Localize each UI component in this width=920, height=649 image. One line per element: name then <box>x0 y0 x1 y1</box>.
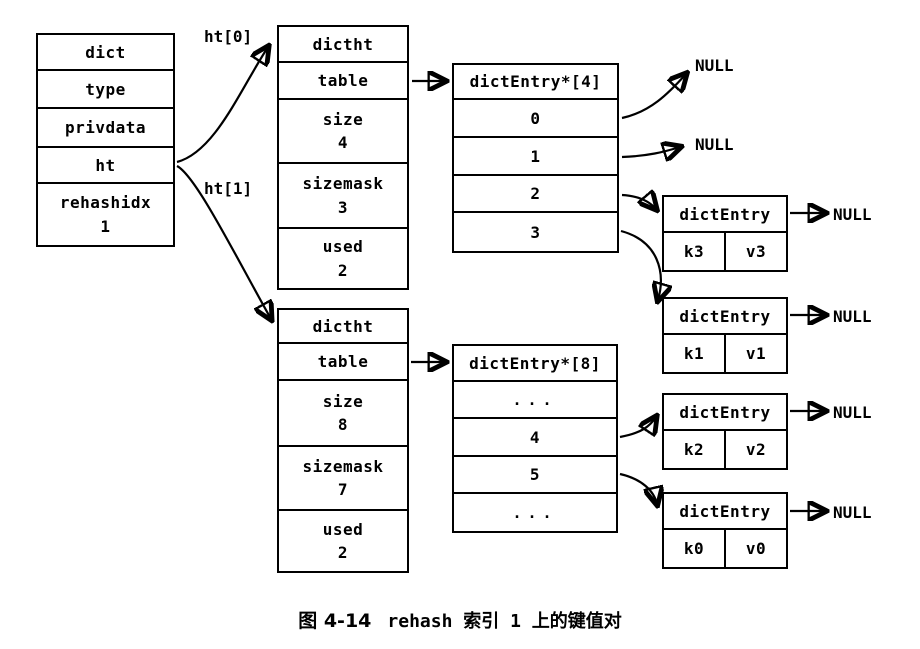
dictentry-k3-title: dictEntry <box>664 197 786 233</box>
dictht1-field-sizemask: sizemask 7 <box>279 447 407 511</box>
dictht0-field-used: used 2 <box>279 229 407 288</box>
arrow-ht0-pointer <box>176 47 268 164</box>
dictentry-k0-key: k0 <box>664 530 726 567</box>
arrow-slot3-entry-k1 <box>620 229 661 300</box>
arrow-ht1-pointer <box>176 165 271 319</box>
used-value: 2 <box>337 543 349 562</box>
bucket-4-slot-3: 3 <box>530 222 541 242</box>
dictentry-k2-title: dictEntry <box>664 395 786 431</box>
arrow-slot5-entry-k0 <box>619 472 657 504</box>
size-value: 4 <box>337 133 349 152</box>
bucket-array-4-header: dictEntry*[4] <box>454 65 617 100</box>
dictentry-k1-value: v1 <box>745 344 767 363</box>
dictentry-k3-value: v3 <box>745 242 767 261</box>
bucket-8-slot-4: 4 <box>454 419 616 457</box>
dictentry-k1-title: dictEntry <box>664 299 786 335</box>
ht1-pointer-label: ht[1] <box>204 179 253 198</box>
figure-caption-text: rehash 索引 1 上的键值对 <box>387 611 622 632</box>
dictentry-k0-value: v0 <box>745 539 767 558</box>
dictht0-field-table: table <box>279 63 407 100</box>
dictentry-k3-box: dictEntry k3 v3 <box>662 195 788 272</box>
size-value: 8 <box>337 415 349 434</box>
dictentry-k0-box: dictEntry k0 v0 <box>662 492 788 569</box>
dictht1-title: dictht <box>279 310 407 344</box>
dictentry-k1-box: dictEntry k1 v1 <box>662 297 788 374</box>
dictentry-k1-key: k1 <box>664 335 726 372</box>
null-label-entry-k3: NULL <box>833 205 872 224</box>
dictht1-box: dictht table size 8 sizemask 7 used 2 <box>277 308 409 573</box>
dictht1-field-used: used 2 <box>279 511 407 571</box>
null-label-entry-k1: NULL <box>833 307 872 326</box>
dictht1-field-table: table <box>279 344 407 381</box>
dict-field-privdata: privdata <box>38 109 173 148</box>
used-value: 2 <box>337 260 349 280</box>
bucket-4-slot-2: 2 <box>454 176 617 213</box>
dictht1-field-size: size 8 <box>279 381 407 447</box>
dictht0-box: dictht table size 4 sizemask 3 used 2 <box>277 25 409 290</box>
dictentry-k0-title: dictEntry <box>664 494 786 530</box>
null-label-slot1: NULL <box>695 135 734 154</box>
bucket-array-8-header: dictEntry*[8] <box>454 346 616 382</box>
arrow-slot2-entry-k3 <box>621 195 656 209</box>
dict-field-rehashidx: rehashidx 1 <box>38 184 173 245</box>
size-label: size <box>322 391 364 411</box>
dictht0-field-size: size 4 <box>279 100 407 164</box>
bucket-array-8-box: dictEntry*[8] ... 4 5 ... <box>452 344 618 533</box>
dictentry-k0-kv: k0 v0 <box>664 530 786 567</box>
size-label: size <box>322 109 364 129</box>
bucket-4-slot-1: 1 <box>454 138 617 176</box>
dictentry-k3-kv: k3 v3 <box>664 233 786 270</box>
dict-struct-box: dict type privdata ht rehashidx 1 <box>36 33 175 247</box>
bucket-8-slot-5: 5 <box>454 457 616 494</box>
dictentry-k2-key: k2 <box>664 431 726 468</box>
arrow-slot0-null <box>621 74 686 120</box>
dictentry-k2-box: dictEntry k2 v2 <box>662 393 788 470</box>
rehashidx-label: rehashidx <box>59 193 152 213</box>
sizemask-label: sizemask <box>302 456 384 476</box>
dict-field-ht: ht <box>38 148 173 184</box>
used-label: used <box>322 519 364 539</box>
dict-title: dict <box>38 35 173 71</box>
dictentry-k1-kv: k1 v1 <box>664 335 786 372</box>
dictht0-title: dictht <box>279 27 407 63</box>
null-label-entry-k2: NULL <box>833 403 872 422</box>
figure-caption: 图 4-14 rehash 索引 1 上的键值对 <box>0 606 920 633</box>
arrow-slot4-entry-k2 <box>619 417 656 439</box>
sizemask-value: 7 <box>337 480 349 499</box>
null-label-slot0: NULL <box>695 56 734 75</box>
sizemask-value: 3 <box>337 197 349 217</box>
bucket-4-slot-0: 0 <box>454 100 617 138</box>
bucket-array-4-box: dictEntry*[4] 0 1 2 3 <box>452 63 619 253</box>
sizemask-label: sizemask <box>302 174 384 194</box>
null-label-entry-k0: NULL <box>833 503 872 522</box>
dictentry-k3-key: k3 <box>664 233 726 270</box>
dictentry-k2-kv: k2 v2 <box>664 431 786 468</box>
dictht0-field-sizemask: sizemask 3 <box>279 164 407 229</box>
ht0-pointer-label: ht[0] <box>204 27 253 46</box>
figure-number: 图 4-14 <box>298 610 372 632</box>
arrow-slot1-null <box>621 147 680 157</box>
dict-field-type: type <box>38 71 173 109</box>
bucket-8-slot-ellipsis-bottom: ... <box>512 503 558 522</box>
used-label: used <box>322 237 364 257</box>
dictentry-k2-value: v2 <box>745 440 767 459</box>
bucket-8-slot-ellipsis-top: ... <box>454 382 616 419</box>
rehashidx-value: 1 <box>100 216 111 236</box>
